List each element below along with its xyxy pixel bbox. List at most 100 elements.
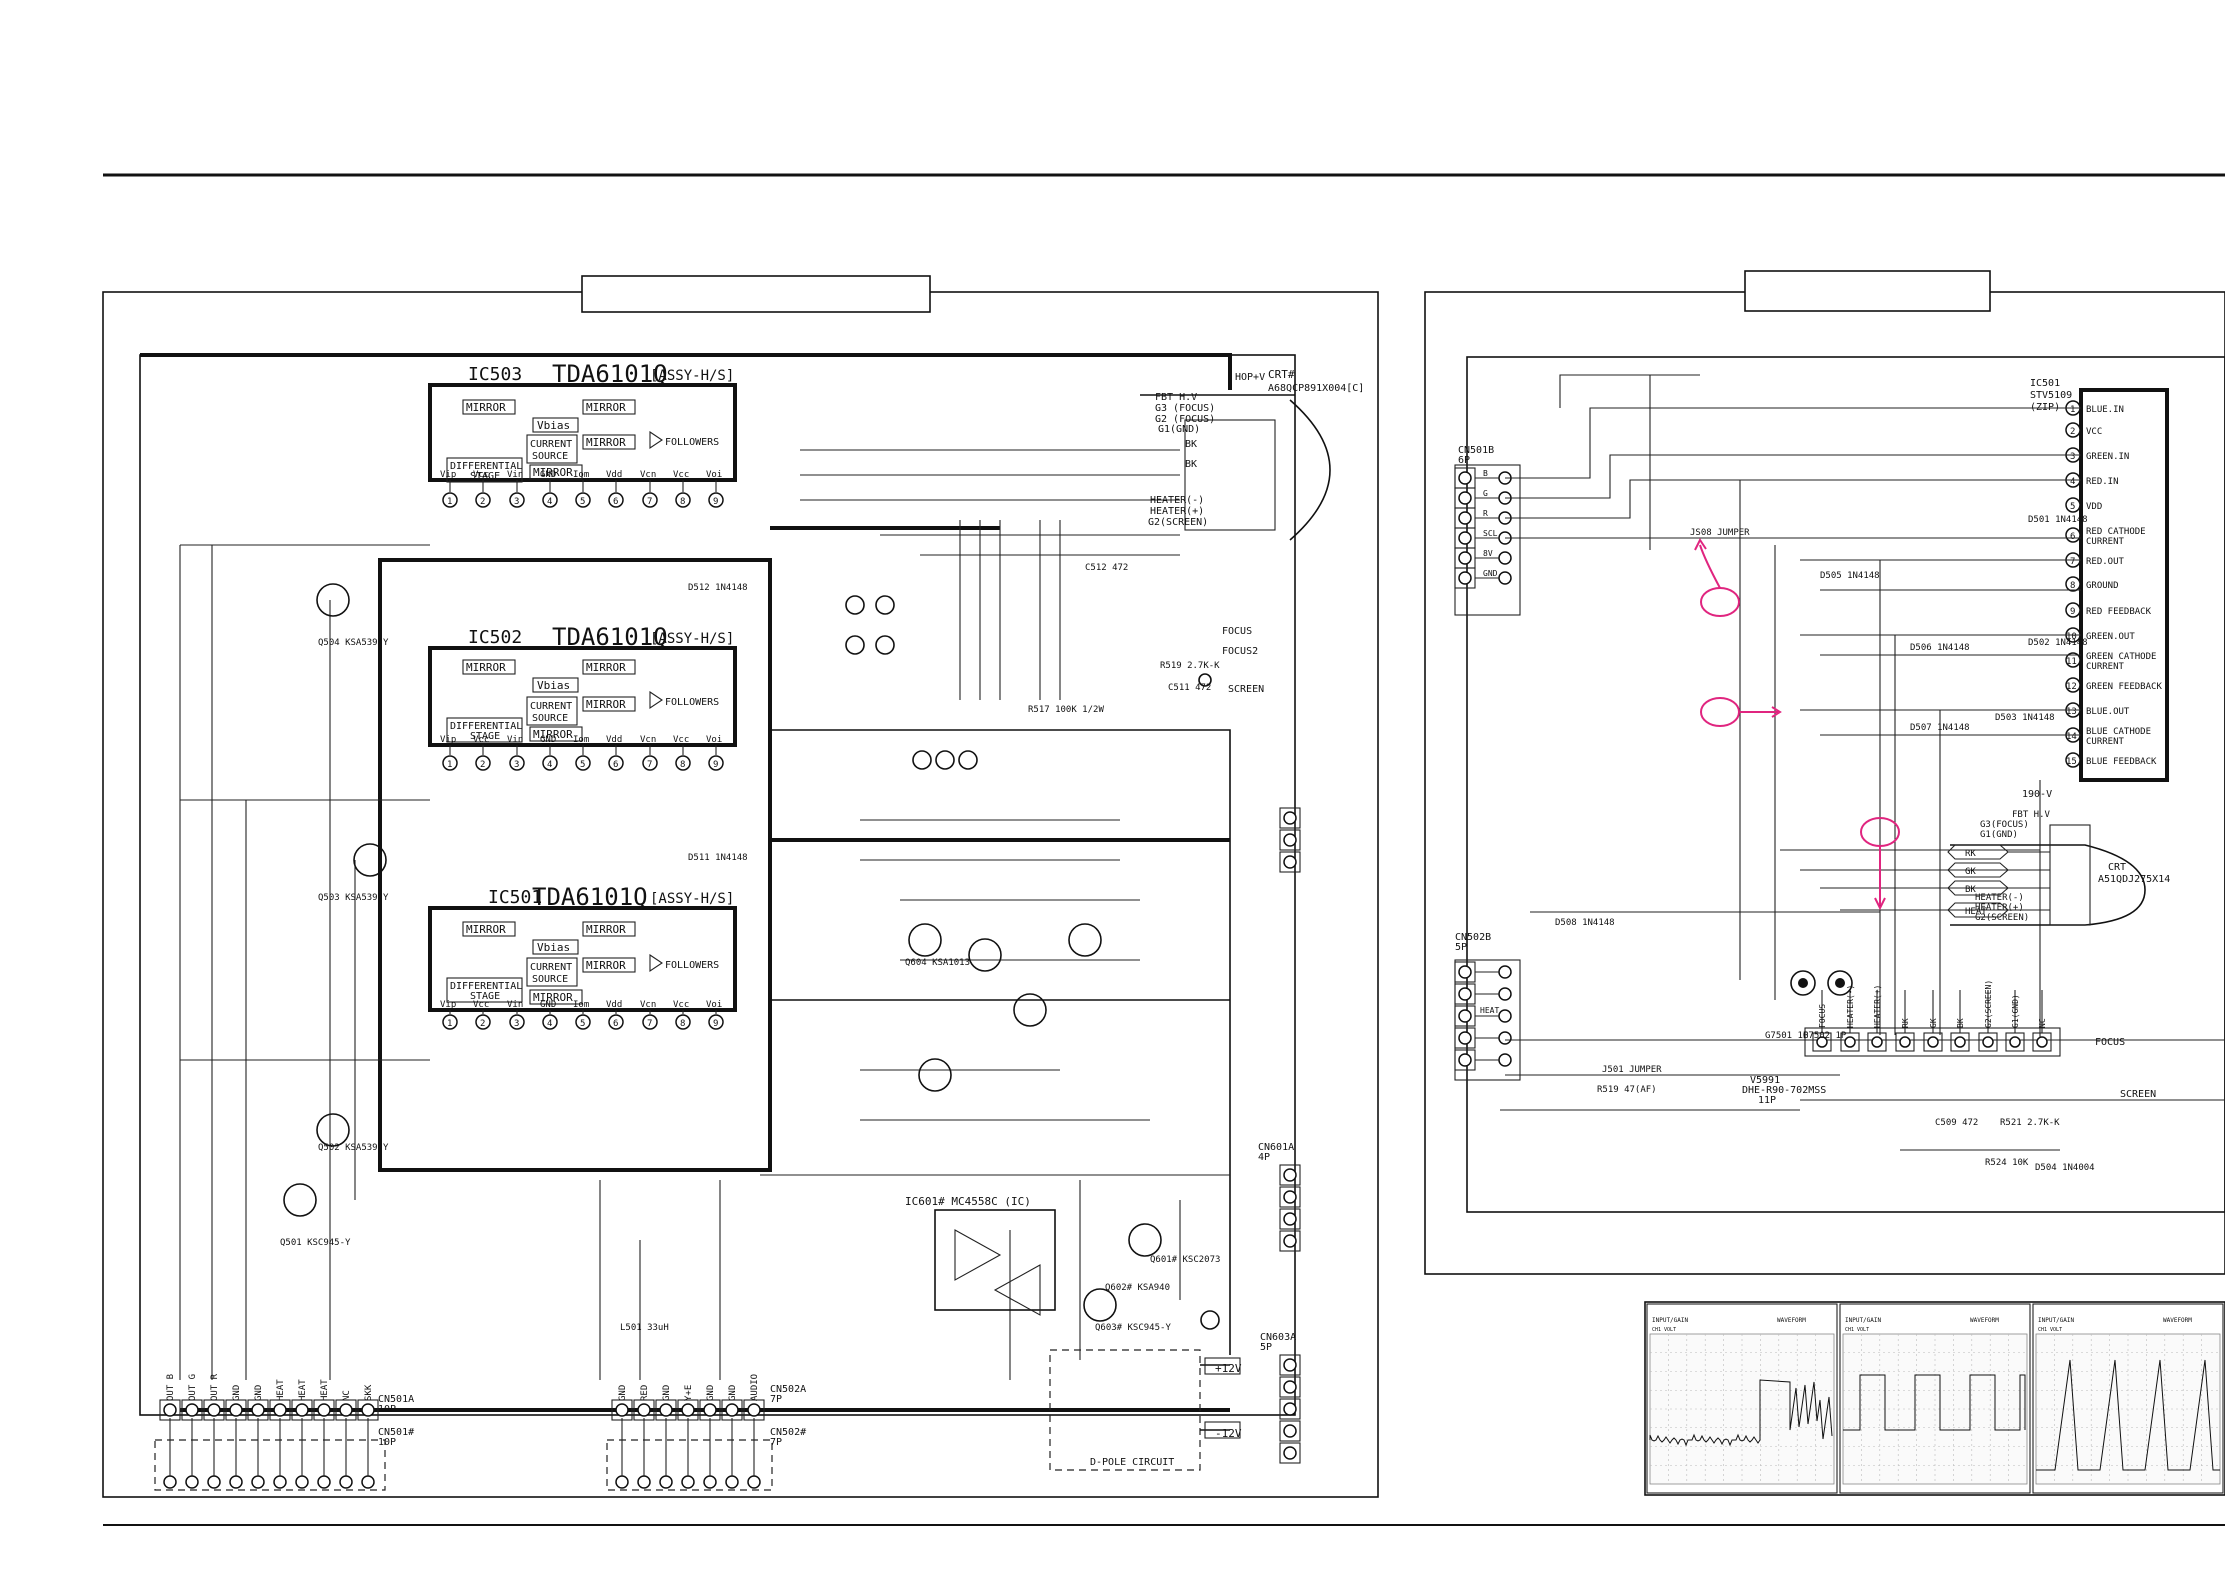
connector-pin-label: HEAT [276,1379,286,1401]
svg-text:CURRENT: CURRENT [530,962,572,973]
svg-text:D506 1N4148: D506 1N4148 [1910,643,1970,653]
ic-pin [675,492,691,508]
svg-text:Q603# KSC945-Y: Q603# KSC945-Y [1095,1323,1171,1333]
connector-pin [1458,965,1472,979]
svg-text:D512 1N4148: D512 1N4148 [688,583,748,593]
stv-pin [2065,422,2081,438]
ic-pin-label: Voi [706,735,722,745]
ic-pin [575,1014,591,1030]
stv-pin-label: GREEN.IN [2086,452,2129,462]
connector-pin [1283,1168,1297,1182]
svg-text:CN502A: CN502A [770,1384,806,1395]
stv-pin [2065,652,2081,668]
ic-pin-number: 8 [680,760,685,770]
connector-pin [1283,811,1297,825]
connector-pin-label: Y+E [684,1385,694,1401]
connector-pin [1458,1053,1472,1067]
svg-text:HEATER(+): HEATER(+) [1975,903,2024,913]
svg-text:BK: BK [1185,439,1197,450]
ic502-assy: [ASSY-H/S] [650,631,734,647]
connector-pin [681,1403,695,1417]
connector-pin [1458,531,1472,545]
ic-pin-number: 7 [647,1019,652,1029]
connector-pin [295,1403,309,1417]
ic-pin-number: 3 [514,1019,519,1029]
svg-text:10P: 10P [378,1404,396,1415]
crt-signal-label: RK [1965,849,1976,859]
ic-pin-number: 8 [680,497,685,507]
ic-pin [708,492,724,508]
connector-pin [1458,491,1472,505]
connector-pin [1458,571,1472,585]
svg-text:D505 1N4148: D505 1N4148 [1820,571,1880,581]
ic-pin [542,492,558,508]
svg-text:R519 47(AF): R519 47(AF) [1597,1085,1657,1095]
stv-pin-label: CURRENT [2086,737,2125,747]
connector-pin [637,1475,651,1489]
connector-pin-box [1279,1164,1301,1186]
stv-pin-label: GROUND [2086,581,2119,591]
connector-pin-box [1279,1420,1301,1442]
connector-pin [659,1475,673,1489]
ic-pin-number: 3 [514,497,519,507]
ic-pin-number: 7 [647,497,652,507]
svg-text:SOURCE: SOURCE [532,974,568,985]
socket-pin-label: RK [1901,1018,1910,1028]
right-schematic-border [1466,356,2225,1213]
ic503-assy: [ASSY-H/S] [650,368,734,384]
socket-pin [1871,1036,1883,1048]
svg-text:JS08 JUMPER: JS08 JUMPER [1690,528,1750,538]
connector-pin [1283,855,1297,869]
svg-text:MIRROR: MIRROR [586,698,626,711]
stv-pin-label: BLUE.IN [2086,405,2124,415]
connector-pin [251,1403,265,1417]
waveform-header: WAVEFORM [2163,1317,2192,1324]
ic-pin [542,755,558,771]
svg-text:V5991: V5991 [1750,1075,1780,1086]
svg-text:DIFFERENTIAL: DIFFERENTIAL [450,721,522,732]
ic-pin-label: Vip [440,735,456,745]
ic-pin [708,755,724,771]
connector-pin-label: GND [662,1385,672,1401]
ic-pin [442,755,458,771]
svg-text:HEATER(-): HEATER(-) [1150,495,1204,506]
svg-text:D-POLE CIRCUIT: D-POLE CIRCUIT [1090,1457,1174,1468]
ic-pin-label: Voi [706,1000,722,1010]
svg-text:Q602# KSA940: Q602# KSA940 [1105,1283,1170,1293]
stv-pin [2065,576,2081,592]
connector-pin-label: GND [232,1385,242,1401]
ic-pin-label: Vcc [473,1000,489,1010]
svg-text:C512 472: C512 472 [1085,563,1128,573]
dpole-box [1049,1349,1201,1471]
svg-text:G3 (FOCUS): G3 (FOCUS) [1155,403,1215,414]
svg-text:11P: 11P [1758,1095,1776,1106]
ic-pin [642,1014,658,1030]
socket-pin [1982,1036,1994,1048]
connector-pin [251,1475,265,1489]
ic-pin-label: Vcc [673,1000,689,1010]
stv-pin-label: BLUE CATHODE [2086,727,2151,737]
stv-pin-label: GREEN FEEDBACK [2086,682,2162,692]
svg-text:G2 (FOCUS): G2 (FOCUS) [1155,414,1215,425]
waveform-header: WAVEFORM [1970,1317,1999,1324]
svg-text:Vbias: Vbias [537,419,570,432]
svg-text:CN603A: CN603A [1260,1332,1296,1343]
ic-pin [642,755,658,771]
ic-pin [475,1014,491,1030]
crt-signal-tag [1947,880,2009,896]
waveform-trace [1649,1379,1833,1447]
pink-annotations [1694,538,1900,911]
ic-pin-label: Vcc [473,735,489,745]
svg-text:C511 472: C511 472 [1168,683,1211,693]
connector-pin [273,1475,287,1489]
ic502-part: TDA6101Q [552,623,668,651]
connector-pin [1283,1212,1297,1226]
svg-text:MIRROR: MIRROR [586,401,626,414]
ic-pin-number: 8 [680,1019,685,1029]
stv-pin-number: 4 [2070,477,2075,487]
stv-pin-number: 13 [2066,707,2077,717]
svg-text:Q501 KSC945-Y: Q501 KSC945-Y [280,1238,351,1248]
svg-text:CURRENT: CURRENT [530,439,572,450]
